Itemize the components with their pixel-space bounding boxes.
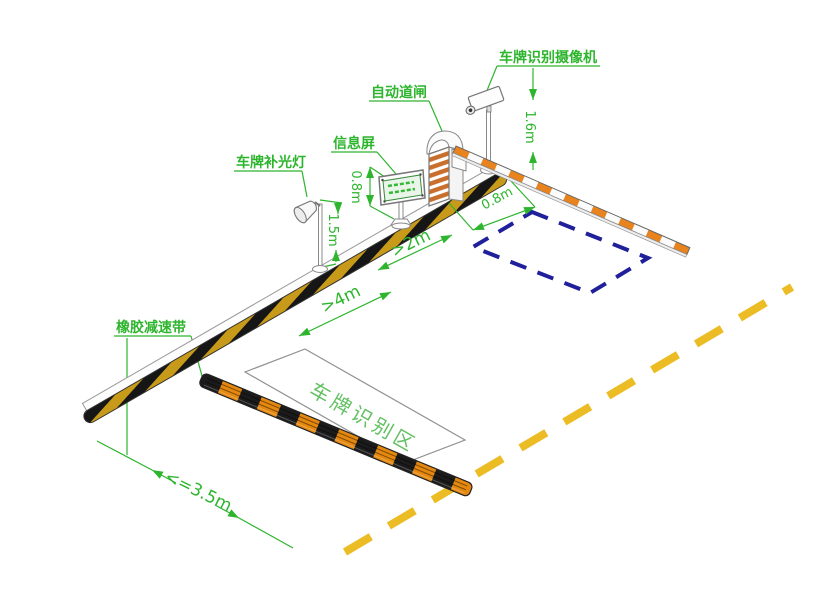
speed-bump	[199, 373, 473, 497]
barrier-gate-label: 自动道闸	[371, 84, 427, 101]
fill-light-callout: 车牌补光灯 1.5m	[234, 154, 343, 270]
light-lens-icon	[293, 206, 307, 224]
info-screen-assembly	[378, 169, 426, 230]
fill-light-label: 车牌补光灯	[236, 154, 306, 171]
fill-light-height-dim: 1.5m	[325, 213, 340, 246]
camera-label: 车牌识别摄像机	[499, 49, 597, 66]
info-screen-callout: 信息屏 0.8m	[331, 135, 397, 220]
lane-centerline	[342, 283, 795, 556]
lane-width-dim: <=3.5m	[161, 467, 235, 517]
lane-width-dim-group: <=3.5m	[96, 440, 294, 549]
speed-bump-callout: 橡胶减速带	[114, 319, 191, 337]
barrier-gate-callout: 自动道闸	[369, 84, 443, 132]
barrier-arm	[451, 145, 691, 258]
fill-light-assembly	[293, 200, 328, 273]
info-screen-height-dim: 0.8m	[348, 170, 363, 203]
barrier-gate-cabinet	[426, 130, 467, 207]
speed-bump-label: 橡胶减速带	[116, 319, 186, 336]
info-screen-label: 信息屏	[333, 135, 375, 152]
camera-assembly	[465, 85, 505, 115]
camera-callout: 车牌识别摄像机 1.6m	[485, 49, 600, 170]
camera-height-dim: 1.6m	[522, 110, 537, 143]
